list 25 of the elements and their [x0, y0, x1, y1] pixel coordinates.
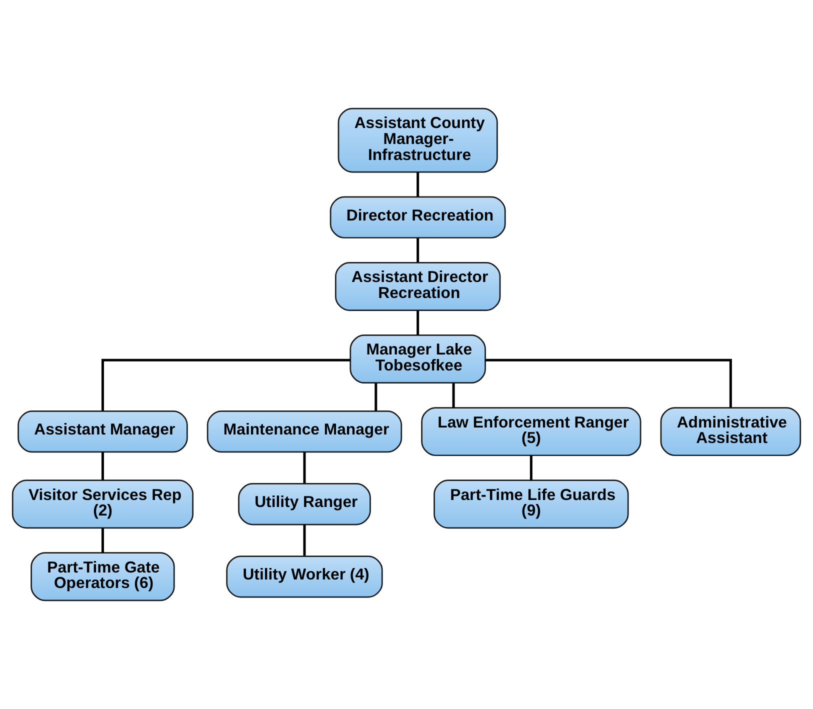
connector [416, 172, 420, 197]
connector [303, 524, 306, 556]
node-box: Part-Time Life Guards (9) [434, 480, 629, 529]
node-box: Visitor Services Rep (2) [12, 480, 194, 529]
node-box: Maintenance Manager [206, 410, 402, 453]
connector [416, 238, 420, 262]
connector [374, 383, 378, 412]
node-box: Assistant Manager [18, 410, 188, 453]
node-box: Part-Time Gate Operators (6) [30, 552, 175, 602]
connector [101, 452, 104, 480]
connector [485, 358, 732, 408]
connector [416, 310, 420, 336]
node-box: Law Enforcement Ranger (5) [421, 407, 642, 456]
connector [101, 528, 104, 553]
node-box: Assistant County Manager- Infrastructure [338, 108, 498, 173]
node-box: Assistant Director Recreation [334, 262, 501, 311]
connector [101, 358, 350, 411]
node-box: Manager Lake Tobesofkee [350, 334, 486, 384]
node-box: Administrative Assistant [660, 407, 802, 456]
connector [452, 383, 455, 408]
node-box: Utility Worker (4) [226, 556, 383, 598]
connector [303, 452, 306, 484]
node-box: Utility Ranger [238, 483, 371, 526]
connector [530, 456, 532, 480]
node-box: Director Recreation [330, 196, 506, 238]
